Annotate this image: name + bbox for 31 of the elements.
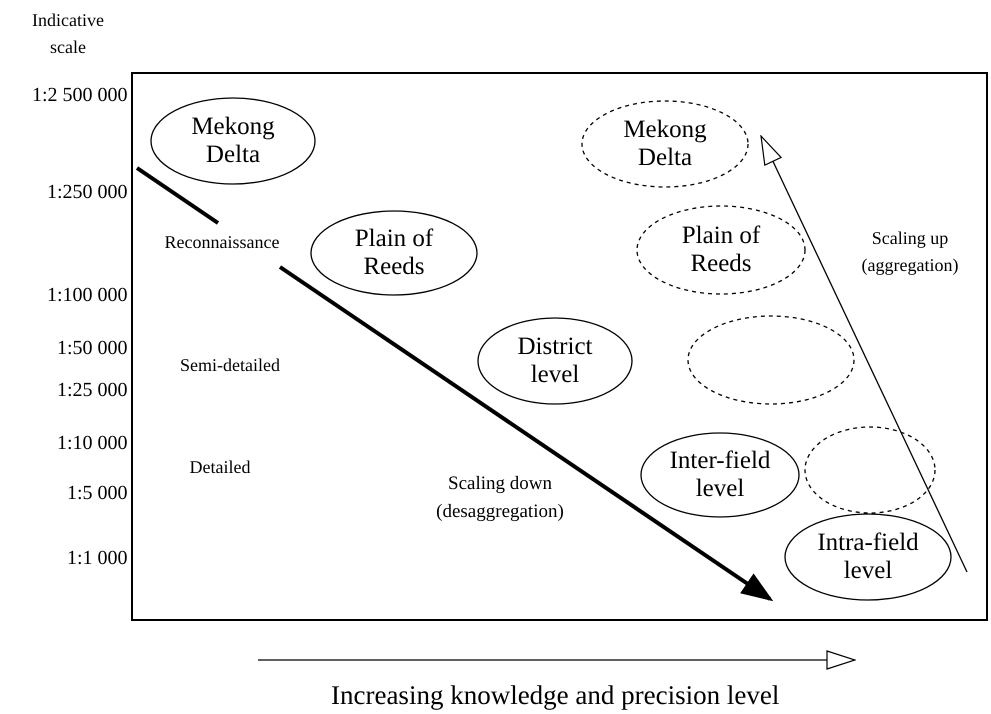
ellipse-node bbox=[640, 432, 800, 518]
axis-caption: Increasing knowledge and precision level bbox=[331, 680, 780, 710]
scale-value: 1:10 000 bbox=[57, 431, 128, 456]
scale-value: 1:2 500 000 bbox=[32, 83, 128, 108]
scale-value: 1:1 000 bbox=[67, 546, 128, 571]
node-label: Plain of Reeds bbox=[354, 225, 434, 281]
node-label: Plain of Reeds bbox=[680, 222, 762, 278]
node-label: Inter-field level bbox=[668, 447, 772, 503]
dashed-ellipse bbox=[581, 100, 749, 188]
arrow-label: Scaling up (aggregation) bbox=[860, 227, 960, 277]
node-label: District level bbox=[516, 333, 594, 389]
ellipse-node bbox=[784, 513, 952, 601]
node-label: Mekong Delta bbox=[190, 113, 276, 169]
scale-value: 1:25 000 bbox=[57, 378, 128, 403]
ellipse-node bbox=[310, 210, 478, 296]
level-label: Semi-detailed bbox=[180, 354, 280, 376]
dashed-ellipse bbox=[636, 205, 806, 295]
ellipse-node bbox=[150, 97, 316, 185]
ellipse-node bbox=[477, 317, 633, 405]
axis-title: Indicative scale bbox=[31, 9, 105, 59]
node-label: Intra-field level bbox=[816, 529, 920, 585]
dashed-ellipse bbox=[687, 315, 855, 405]
level-label: Reconnaissance bbox=[164, 230, 280, 254]
scale-value: 1:250 000 bbox=[47, 180, 128, 205]
node-label: Mekong Delta bbox=[622, 116, 708, 172]
arrow-label: Scaling down (desaggregation) bbox=[435, 472, 565, 524]
scale-value: 1:50 000 bbox=[57, 336, 128, 361]
level-label: Detailed bbox=[190, 456, 250, 478]
dashed-ellipse bbox=[804, 426, 936, 514]
scale-value: 1:100 000 bbox=[47, 283, 128, 308]
scale-value: 1:5 000 bbox=[67, 481, 128, 506]
